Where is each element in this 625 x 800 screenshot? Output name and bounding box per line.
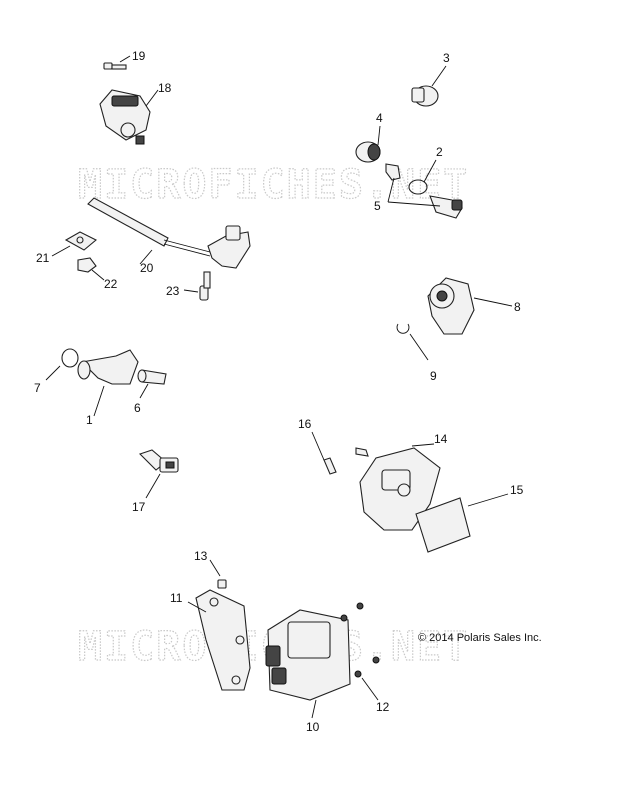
part-3-plug bbox=[411, 65, 447, 107]
callout-8: 8 bbox=[514, 300, 521, 314]
part-18-sensor bbox=[99, 89, 159, 145]
callout-1: 1 bbox=[86, 413, 93, 427]
part-13-bolt bbox=[209, 559, 227, 589]
part-14-ecu-bracket bbox=[355, 443, 441, 531]
callout-5: 5 bbox=[374, 199, 381, 213]
callout-15: 15 bbox=[510, 483, 524, 497]
part-12-screws bbox=[340, 602, 380, 701]
part-11-bracket bbox=[187, 589, 251, 691]
callout-14: 14 bbox=[434, 432, 448, 446]
part-1-cam-sensor bbox=[77, 349, 139, 417]
part-2-o-ring bbox=[408, 159, 437, 195]
callout-9: 9 bbox=[430, 369, 437, 383]
part-7-o-ring bbox=[45, 348, 79, 381]
callout-13: 13 bbox=[194, 549, 208, 563]
part-22-nut bbox=[77, 257, 105, 281]
callout-16: 16 bbox=[298, 417, 312, 431]
part-4-cap bbox=[355, 125, 381, 163]
part-9-clip bbox=[396, 323, 429, 361]
copyright-text: © 2014 Polaris Sales Inc. bbox=[418, 632, 542, 644]
callout-4: 4 bbox=[376, 111, 383, 125]
callout-3: 3 bbox=[443, 51, 450, 65]
part-20-harness-sensor bbox=[87, 197, 251, 269]
callout-7: 7 bbox=[34, 381, 41, 395]
callout-23: 23 bbox=[166, 284, 180, 298]
callout-2: 2 bbox=[436, 145, 443, 159]
callout-12: 12 bbox=[376, 700, 390, 714]
callout-6: 6 bbox=[134, 401, 141, 415]
part-8-knock-sensor bbox=[427, 277, 513, 335]
callout-22: 22 bbox=[104, 277, 118, 291]
part-17-temp-sensor bbox=[138, 449, 179, 499]
part-5-sensor bbox=[385, 163, 463, 219]
callout-20: 20 bbox=[140, 261, 154, 275]
callout-17: 17 bbox=[132, 500, 146, 514]
callout-10: 10 bbox=[306, 720, 320, 734]
part-19-bolt bbox=[103, 55, 131, 70]
watermark-top: MICROFICHES.NET bbox=[78, 162, 469, 208]
callout-18: 18 bbox=[158, 81, 172, 95]
part-10-ecu bbox=[265, 609, 351, 719]
part-16-bolt bbox=[311, 431, 337, 475]
part-6-sleeve bbox=[137, 369, 167, 399]
part-15-cover-plate bbox=[415, 493, 509, 553]
callout-19: 19 bbox=[132, 49, 146, 63]
callout-21: 21 bbox=[36, 251, 50, 265]
callout-11: 11 bbox=[170, 591, 183, 605]
part-23-bolt bbox=[183, 271, 211, 301]
part-21-clip bbox=[51, 231, 97, 257]
